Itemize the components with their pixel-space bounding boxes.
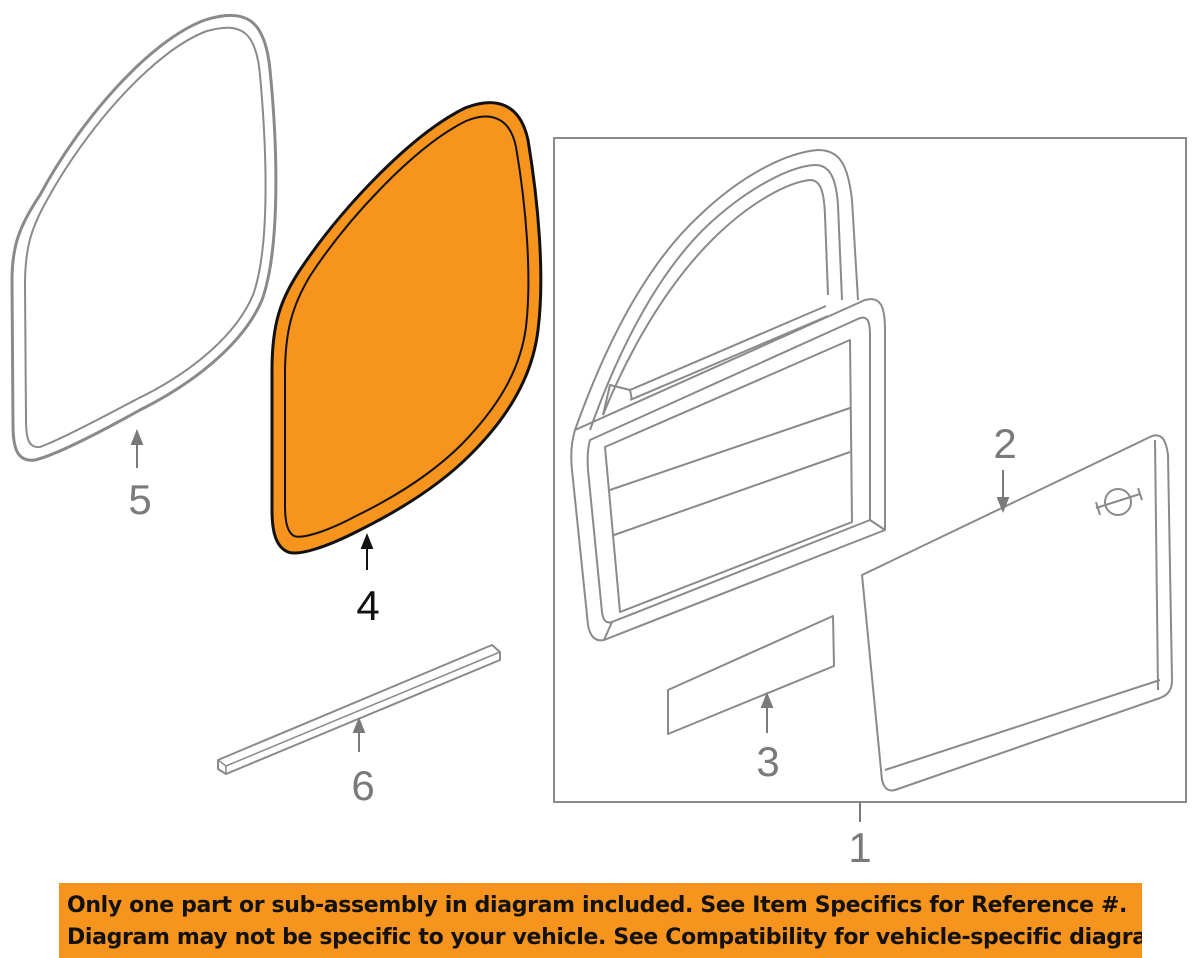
callout-1: 1 bbox=[848, 824, 871, 871]
callout-4: 4 bbox=[356, 582, 379, 629]
door-shell bbox=[570, 149, 886, 642]
callout-2: 2 bbox=[993, 420, 1016, 467]
disclaimer-line-2: Diagram may not be specific to your vehi… bbox=[67, 925, 1142, 950]
part-1-assembly-box bbox=[553, 137, 1187, 803]
leader-lines bbox=[130, 429, 1010, 822]
callout-6: 6 bbox=[351, 762, 374, 809]
callout-5: 5 bbox=[128, 476, 151, 523]
disclaimer-line-1: Only one part or sub-assembly in diagram… bbox=[67, 893, 1128, 918]
part-2-outer-panel bbox=[861, 434, 1173, 792]
disclaimer-banner: Only one part or sub-assembly in diagram… bbox=[59, 883, 1142, 958]
callout-3: 3 bbox=[756, 738, 779, 785]
part-6-molding bbox=[217, 644, 501, 775]
part-3-insulator bbox=[667, 615, 835, 735]
part-4-door-weatherstrip bbox=[270, 101, 543, 555]
part-5-body-weatherstrip bbox=[10, 13, 278, 462]
